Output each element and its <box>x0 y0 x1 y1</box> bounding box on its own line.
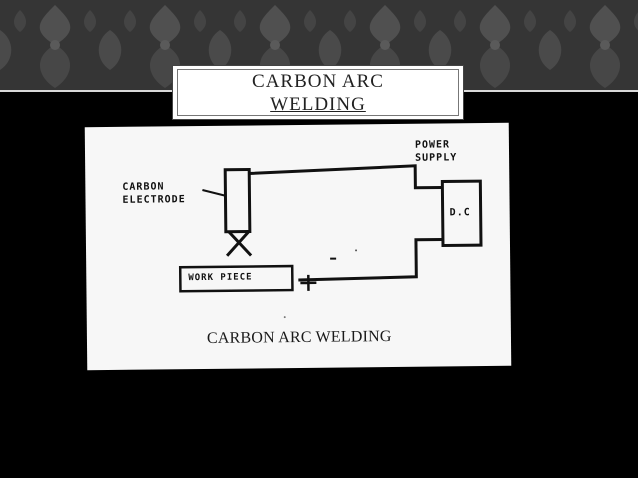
work-piece-block <box>178 264 294 293</box>
label-supply: SUPPLY <box>415 152 458 164</box>
slide-title: CARBON ARC WELDING <box>173 66 463 116</box>
return-wire <box>298 237 443 282</box>
diagram-caption: CARBON ARC WELDING <box>206 328 392 347</box>
arc-tip <box>225 230 253 257</box>
label-power: POWER <box>414 139 451 151</box>
label-dc: D.C <box>449 207 471 219</box>
label-carbon: CARBON <box>122 181 165 193</box>
power-supply-box <box>440 179 483 247</box>
positive-wire <box>249 164 443 190</box>
title-line-2: WELDING <box>270 94 366 115</box>
slide-title-box: CARBON ARC WELDING <box>172 65 464 120</box>
electrode-pointer <box>202 189 226 197</box>
label-work-piece: WORK PIECE <box>188 272 253 284</box>
damask-header-band <box>0 0 638 91</box>
label-electrode: ELECTRODE <box>122 194 186 206</box>
plus-sign <box>300 274 317 291</box>
title-inner-border <box>177 69 459 116</box>
welding-diagram: CARBON ELECTRODE POWER SUPPLY D.C WORK P… <box>84 122 512 371</box>
circuit-drawing <box>178 164 483 319</box>
electrode-holder <box>223 167 252 234</box>
title-line-1: CARBON ARC <box>252 71 384 92</box>
